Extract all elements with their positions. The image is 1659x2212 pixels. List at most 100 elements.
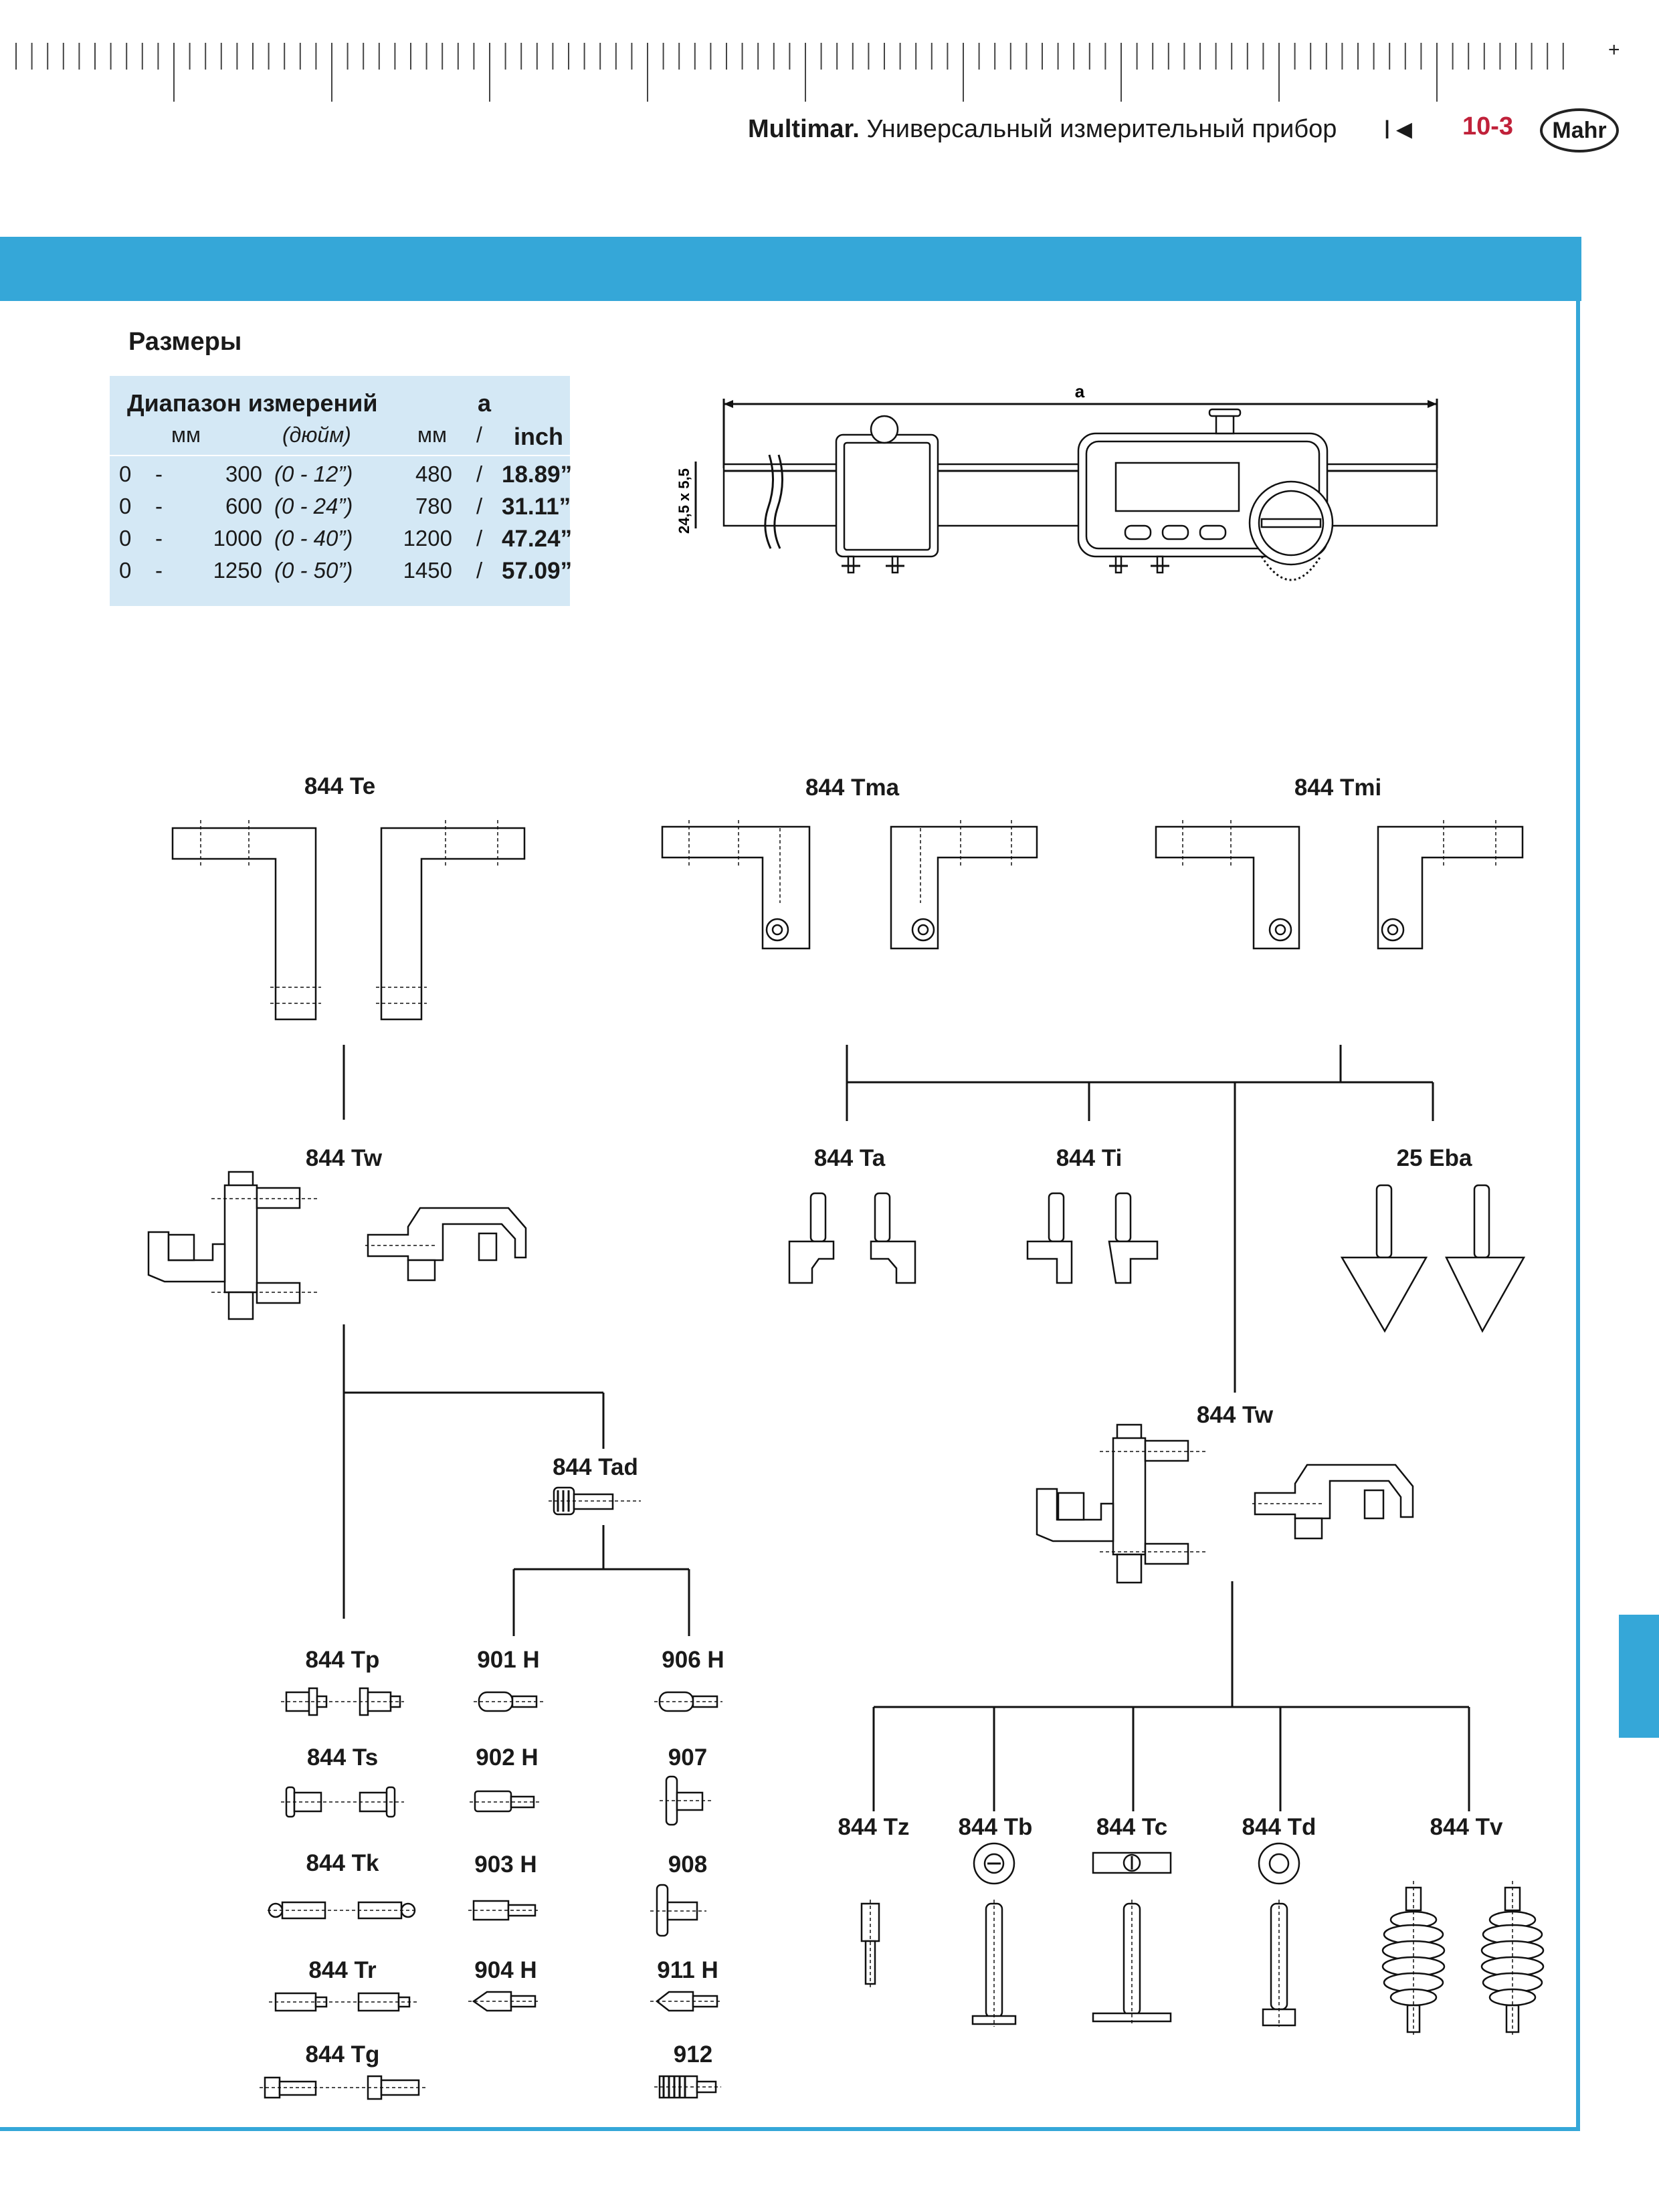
dimensions-table: Диапазон измерений a мм (дюйм) мм / inch… [110, 376, 573, 606]
part-902-h [470, 1790, 539, 1813]
cell-dash: - [155, 558, 163, 583]
cell-mm: 780 [415, 494, 452, 518]
label-844-tb: 844 Tb [958, 1814, 1033, 1840]
cell-from: 0 [119, 526, 132, 550]
table-row: 0 - 1250 (0 - 50”) 1450 / 57.09” [110, 558, 573, 590]
label-902-h: 902 H [476, 1744, 539, 1771]
cell-dash: - [155, 494, 163, 518]
label-844-tp: 844 Tp [305, 1647, 380, 1673]
part-907 [660, 1775, 712, 1826]
part-901-h [474, 1691, 543, 1712]
part-844-tb [971, 1842, 1017, 2027]
part-844-ta [788, 1192, 916, 1284]
cell-dash: - [155, 462, 163, 486]
cell-dash: - [155, 526, 163, 550]
label-844-tv: 844 Tv [1430, 1814, 1503, 1840]
part-844-tma [661, 820, 1038, 950]
part-908 [650, 1884, 706, 1937]
part-844-tp [281, 1687, 404, 1716]
back-arrow-icon[interactable]: I◄ [1383, 115, 1418, 144]
label-906-h: 906 H [662, 1647, 724, 1673]
label-844-ts: 844 Ts [306, 1744, 379, 1771]
cell-mm: 480 [415, 462, 452, 486]
label-911-h: 911 H [657, 1957, 718, 1983]
label-844-tz: 844 Tz [838, 1814, 910, 1840]
connector-lines [343, 1045, 1470, 1811]
label-904-h: 904 H [474, 1957, 537, 1983]
table-separator [110, 455, 570, 456]
sub-inch: inch [514, 423, 564, 450]
part-25-eba [1340, 1184, 1526, 1333]
cell-inch-range: (0 - 24”) [274, 494, 353, 518]
label-844-tmi: 844 Tmi [1294, 775, 1382, 801]
cell-to: 1250 [213, 558, 262, 583]
part-904-h [468, 1991, 541, 2012]
part-844-tad [549, 1486, 641, 1516]
cell-from: 0 [119, 494, 132, 518]
table-row: 0 - 300 (0 - 12”) 480 / 18.89” [110, 462, 572, 494]
cell-slash: / [476, 494, 483, 518]
sub-mm: мм [171, 423, 201, 447]
cell-mm: 1450 [403, 558, 452, 583]
cell-to: 600 [225, 494, 262, 518]
label-844-tw-right: 844 Tw [1196, 1402, 1274, 1428]
svg-text:+: + [1608, 39, 1620, 61]
part-844-tk [268, 1901, 417, 1920]
cell-inch: 57.09” [502, 558, 573, 584]
label-844-tma: 844 Tma [805, 775, 900, 801]
chapter-tab[interactable] [1619, 1615, 1659, 1738]
part-912 [654, 2075, 721, 2099]
part-844-ts [281, 1786, 404, 1818]
part-903-h [468, 1900, 541, 1921]
head-range: Диапазон измерений [127, 389, 378, 417]
part-844-tr [269, 1992, 417, 2012]
cell-inch: 47.24” [502, 526, 573, 552]
label-907: 907 [668, 1744, 708, 1771]
frame-right [1576, 301, 1580, 2131]
label-844-tw-left: 844 Tw [305, 1145, 383, 1171]
cell-from: 0 [119, 462, 132, 486]
section-band [0, 237, 1581, 301]
cell-from: 0 [119, 558, 132, 583]
cell-mm: 1200 [403, 526, 452, 550]
part-906-h [654, 1691, 722, 1712]
header-subtitle: Универсальный измерительный прибор [859, 115, 1337, 143]
label-844-tad: 844 Tad [553, 1454, 638, 1480]
part-844-ti [1026, 1192, 1159, 1284]
brand-name: Multimar. [748, 115, 860, 143]
part-844-tz [860, 1900, 880, 1988]
logo-text: Mahr [1552, 117, 1607, 143]
label-844-tr: 844 Tr [308, 1957, 377, 1983]
section-title: Размеры [128, 328, 242, 356]
cell-inch: 31.11” [502, 494, 571, 520]
label-912: 912 [673, 2041, 713, 2068]
part-844-td [1258, 1842, 1300, 2027]
dim-a-label: a [1075, 381, 1085, 401]
cell-to: 300 [225, 462, 262, 486]
part-844-tmi [1155, 820, 1524, 950]
page-number: 10-3 [1462, 112, 1514, 140]
part-844-te [171, 820, 526, 1021]
label-25-eba: 25 Eba [1396, 1145, 1472, 1171]
label-901-h: 901 H [477, 1647, 540, 1673]
label-903-h: 903 H [474, 1851, 537, 1878]
table-row: 0 - 1000 (0 - 40”) 1200 / 47.24” [110, 526, 573, 558]
part-844-tc [1092, 1851, 1172, 2024]
part-911-h [650, 1991, 722, 2012]
table-row: 0 - 600 (0 - 24”) 780 / 31.11” [110, 494, 571, 526]
label-908: 908 [668, 1851, 708, 1878]
top-ruler: + [15, 39, 1620, 102]
cell-slash: / [476, 526, 483, 550]
part-844-tg [260, 2075, 425, 2100]
part-844-tv [1381, 1881, 1545, 2037]
part-844-tw-left [147, 1171, 527, 1320]
cell-inch-range: (0 - 50”) [274, 558, 353, 583]
sub-slash: / [476, 423, 482, 447]
dim-height-label: 24,5 x 5,5 [676, 468, 692, 534]
label-844-td: 844 Td [1242, 1814, 1316, 1840]
part-844-tw-right [1036, 1423, 1414, 1584]
device-drawing: a 24,5 x 5,5 [676, 381, 1438, 581]
label-844-tc: 844 Tc [1096, 1814, 1168, 1840]
label-844-tg: 844 Tg [305, 2041, 380, 2068]
